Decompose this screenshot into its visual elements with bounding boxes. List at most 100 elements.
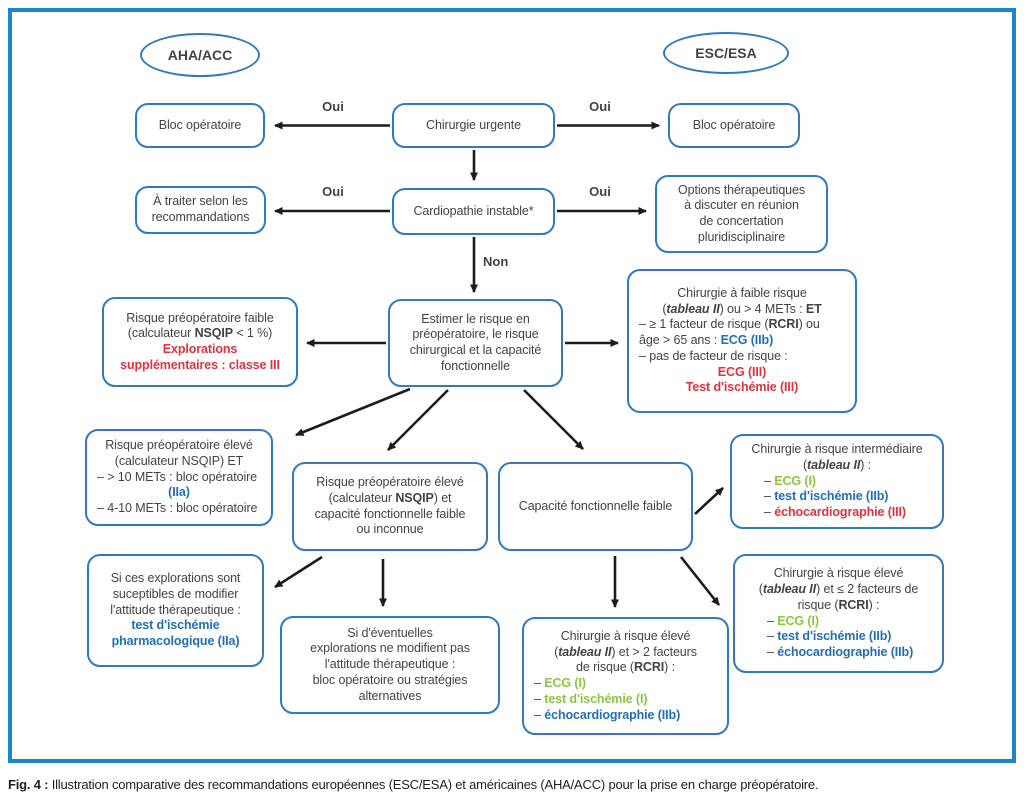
text-line: Risque préopératoire élevé bbox=[300, 475, 480, 491]
text-segment: chirurgical et la capacité bbox=[409, 343, 542, 357]
text-segment: Bloc opératoire bbox=[692, 117, 776, 132]
text-segment: ) et bbox=[433, 490, 452, 505]
node-bloc-operatoire-left: Bloc opératoire bbox=[135, 103, 265, 148]
text-segment: Chirurgie à risque intermédiaire bbox=[751, 442, 923, 457]
text-segment: Chirurgie urgente bbox=[426, 117, 521, 132]
text-segment: recommandations bbox=[151, 210, 250, 224]
node-chirurgie-eleve-inf2: Chirurgie à risque élevé(tableau II) et … bbox=[733, 554, 944, 673]
node-chirurgie-eleve-sup2: Chirurgie à risque élevé (tableau II) et … bbox=[522, 617, 729, 735]
text-segment: ) : bbox=[868, 597, 880, 612]
text-segment: < 1 %) bbox=[232, 326, 273, 341]
node-cardiopathie-instable: Cardiopathie instable* bbox=[392, 188, 555, 235]
text-line: – ≥ 1 facteur de risque (RCRI) ou bbox=[635, 317, 853, 333]
text-line: – ECG (I) bbox=[741, 614, 962, 630]
text-segment: échocardiographie (IIb) bbox=[777, 645, 914, 659]
text-segment: – > 10 METs : bloc opératoire bbox=[97, 469, 258, 484]
text-line: Risque préopératoire faible bbox=[110, 311, 290, 327]
text-segment: pluridisciplinaire bbox=[697, 229, 786, 244]
text-segment: tableau II bbox=[558, 644, 612, 659]
text-line: bloc opératoire ou stratégies bbox=[288, 673, 492, 689]
text-segment: Bloc opératoire bbox=[158, 117, 242, 132]
text-segment: test d'ischémie (IIb) bbox=[774, 489, 889, 504]
node-bloc-operatoire-right: Bloc opératoire bbox=[668, 103, 800, 148]
text-segment: test d'ischémie (I) bbox=[544, 691, 648, 706]
esc-esa-label: ESC/ESA bbox=[695, 45, 757, 61]
text-line: (calculateur NSQIP) ET bbox=[93, 454, 265, 470]
text-line: Bloc opératoire bbox=[143, 118, 257, 134]
text-segment: (IIa) bbox=[168, 485, 190, 500]
text-line: Si d'éventuelles bbox=[288, 626, 492, 642]
text-segment: Chirurgie à risque élevé bbox=[560, 628, 691, 643]
text-line: Chirurgie à risque intermédiaire bbox=[738, 442, 936, 458]
text-segment: Chirurgie à risque élevé bbox=[773, 566, 904, 581]
text-segment: bloc opératoire ou stratégies bbox=[312, 672, 468, 687]
text-line: (calculateur NSQIP) et bbox=[300, 491, 480, 507]
text-line: (tableau II) et > 2 facteurs bbox=[530, 645, 721, 661]
edge-label-oui-right-top: Oui bbox=[589, 99, 611, 114]
text-segment: explorations ne modifient pas bbox=[310, 641, 470, 656]
text-segment: risque ( bbox=[797, 597, 839, 612]
text-segment: Test d'ischémie (III) bbox=[685, 380, 799, 395]
text-segment: ( bbox=[758, 582, 763, 596]
node-risque-preop-faible: Risque préopératoire faible(calculateur … bbox=[102, 297, 298, 387]
text-segment: à discuter en réunion bbox=[684, 198, 799, 213]
text-segment: À traiter selon les bbox=[153, 194, 248, 209]
text-line: (calculateur NSQIP < 1 %) bbox=[110, 326, 290, 342]
text-line: explorations ne modifient pas bbox=[288, 641, 492, 657]
text-segment: Capacité fonctionnelle faible bbox=[518, 498, 673, 513]
text-segment: supplémentaires : classe III bbox=[120, 357, 280, 372]
text-segment: suceptibles de modifier bbox=[112, 586, 239, 601]
text-segment: ) et ≤ 2 facteurs de bbox=[816, 582, 919, 596]
text-segment: ECG (III) bbox=[717, 364, 767, 379]
text-segment: préopératoire, le risque bbox=[412, 327, 539, 342]
text-line: – > 10 METs : bloc opératoire bbox=[93, 470, 269, 486]
text-segment: tableau II bbox=[762, 582, 817, 596]
text-line: Test d'ischémie (III) bbox=[635, 380, 849, 396]
text-segment: Risque préopératoire faible bbox=[126, 310, 274, 325]
esc-esa-oval: ESC/ESA bbox=[663, 32, 789, 74]
text-line: âge > 65 ans : ECG (IIb) bbox=[635, 333, 853, 349]
text-segment: tableau II bbox=[666, 301, 720, 316]
text-segment: test d'ischémie (IIb) bbox=[777, 629, 892, 644]
text-line: risque (RCRI) : bbox=[741, 598, 936, 614]
text-segment: NSQIP bbox=[395, 490, 434, 505]
text-line: Chirurgie à risque élevé bbox=[530, 629, 721, 645]
text-line: test d'ischémie bbox=[95, 618, 256, 634]
text-segment: ECG (IIb) bbox=[720, 333, 774, 348]
text-line: (IIa) bbox=[93, 485, 265, 501]
text-line: suceptibles de modifier bbox=[95, 587, 256, 603]
node-chirurgie-intermediaire: Chirurgie à risque intermédiaire(tableau… bbox=[730, 434, 944, 529]
text-segment: RCRI bbox=[768, 317, 799, 332]
text-line: de concertation bbox=[663, 214, 820, 230]
text-segment: tableau II bbox=[807, 457, 861, 472]
text-line: (tableau II) et ≤ 2 facteurs de bbox=[741, 582, 936, 598]
text-line: Chirurgie urgente bbox=[400, 118, 547, 134]
text-segment: – pas de facteur de risque : bbox=[639, 348, 788, 363]
text-segment: Cardiopathie instable* bbox=[413, 203, 534, 218]
edge-label-oui-right-mid: Oui bbox=[589, 184, 611, 199]
text-segment: Risque préopératoire élevé bbox=[316, 475, 464, 489]
text-segment: l'attitude thérapeutique : bbox=[110, 602, 241, 617]
text-segment: Explorations bbox=[162, 342, 238, 356]
text-segment: – 4-10 METs : bloc opératoire bbox=[97, 501, 258, 516]
text-line: l'attitude thérapeutique : bbox=[288, 657, 492, 673]
text-line: – test d'ischémie (IIb) bbox=[738, 489, 962, 505]
aha-acc-oval: AHA/ACC bbox=[140, 33, 260, 77]
text-segment: pharmacologique (IIa) bbox=[111, 634, 240, 649]
text-line: Cardiopathie instable* bbox=[400, 204, 547, 220]
text-line: alternatives bbox=[288, 689, 492, 705]
text-line: Estimer le risque en bbox=[396, 312, 555, 328]
text-segment: – bbox=[767, 629, 778, 644]
node-chirurgie-urgente: Chirurgie urgente bbox=[392, 103, 555, 148]
text-segment: ECG (I) bbox=[544, 676, 586, 690]
text-segment: ) : bbox=[860, 457, 872, 472]
text-line: Si ces explorations sont bbox=[95, 571, 256, 587]
text-segment: capacité fonctionnelle faible bbox=[314, 506, 466, 521]
text-line: – échocardiographie (IIb) bbox=[530, 708, 725, 724]
text-line: à discuter en réunion bbox=[663, 198, 820, 214]
text-segment: NSQIP bbox=[194, 326, 234, 341]
text-segment: RCRI bbox=[838, 597, 869, 612]
text-line: pluridisciplinaire bbox=[663, 230, 820, 246]
